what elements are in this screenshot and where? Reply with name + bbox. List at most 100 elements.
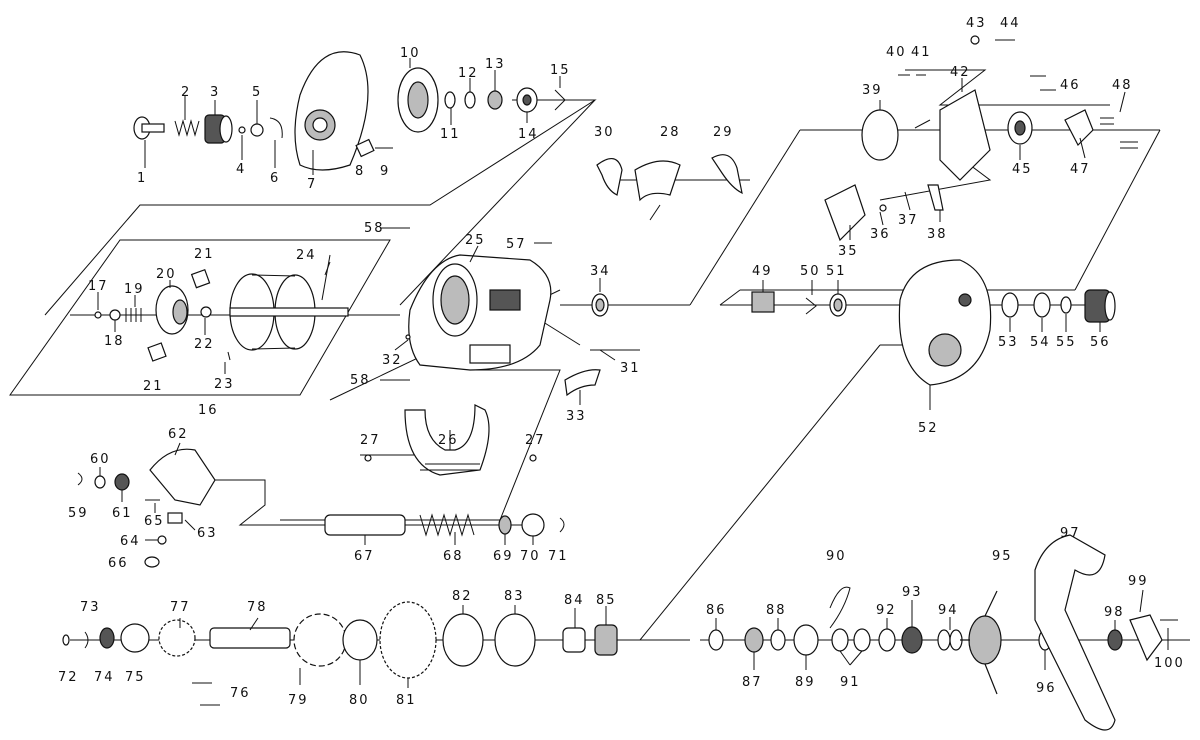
part-21-weight-bottom	[147, 342, 167, 362]
part-73-clip	[84, 631, 89, 649]
label-21-top: 21	[194, 247, 215, 262]
label-60: 60	[90, 452, 111, 467]
label-49: 49	[752, 264, 773, 279]
part-67-tube	[324, 514, 406, 536]
part-2-spring	[174, 119, 200, 137]
part-15-clip	[554, 89, 566, 111]
label-69: 69	[493, 549, 514, 564]
label-100: 100	[1154, 656, 1185, 671]
leader-lines	[97, 58, 1169, 688]
part-6-spring-wire	[269, 117, 283, 139]
part-64-washer	[157, 535, 167, 545]
label-87: 87	[742, 675, 763, 690]
label-84: 84	[564, 593, 585, 608]
label-50: 50	[800, 264, 821, 279]
label-38: 38	[927, 227, 948, 242]
part-61-bearing	[114, 473, 130, 491]
part-21-weight-top	[190, 268, 211, 289]
part-92-washer	[878, 628, 896, 652]
part-90-spring	[829, 586, 851, 629]
part-19-spring	[125, 308, 142, 322]
label-43: 43	[966, 16, 987, 31]
label-7: 7	[307, 177, 317, 192]
part-68-worm-shaft	[419, 513, 475, 537]
part-81-main-gear	[379, 601, 437, 679]
part-87-bearing	[744, 627, 764, 653]
part-83-drag-washer	[494, 613, 536, 667]
part-47-cam	[1064, 109, 1094, 147]
label-26: 26	[438, 433, 459, 448]
part-55-washer	[1060, 296, 1072, 314]
part-50-clip	[805, 297, 817, 315]
label-68: 68	[443, 549, 464, 564]
part-74-bearing	[99, 627, 115, 649]
label-93: 93	[902, 585, 923, 600]
part-95-star-drag	[960, 590, 1002, 695]
label-97: 97	[1060, 526, 1081, 541]
part-52-side-plate	[898, 259, 992, 386]
label-65: 65	[144, 514, 165, 529]
part-1-screw	[133, 116, 165, 140]
label-61: 61	[112, 506, 133, 521]
part-10-ring	[397, 67, 439, 133]
part-94-washer-a	[937, 629, 951, 651]
label-77: 77	[170, 600, 191, 615]
label-3: 3	[210, 85, 220, 100]
part-39-plate	[861, 109, 899, 161]
part-99-plate	[1129, 614, 1163, 662]
label-56: 56	[1090, 335, 1111, 350]
part-29-cover	[711, 154, 743, 195]
part-30-cover	[596, 158, 623, 196]
label-89: 89	[795, 675, 816, 690]
label-59: 59	[68, 506, 89, 521]
label-42: 42	[950, 65, 971, 80]
label-39: 39	[862, 83, 883, 98]
part-26-handle-frame	[404, 404, 490, 476]
label-82: 82	[452, 589, 473, 604]
part-17-clip	[94, 311, 102, 319]
label-28: 28	[660, 125, 681, 140]
label-9: 9	[380, 164, 390, 179]
part-75-plate	[120, 623, 150, 653]
label-30: 30	[594, 125, 615, 140]
label-22: 22	[194, 337, 215, 352]
label-83: 83	[504, 589, 525, 604]
label-44: 44	[1000, 16, 1021, 31]
part-78-shaft	[209, 627, 291, 649]
part-28-cover	[634, 160, 681, 202]
label-71: 71	[548, 549, 569, 564]
label-45: 45	[1012, 162, 1033, 177]
part-34-bearing	[591, 293, 609, 317]
part-18-washer	[109, 309, 121, 321]
part-91-washer-b	[853, 628, 871, 652]
label-16: 16	[198, 403, 219, 418]
label-57: 57	[506, 237, 527, 252]
part-7-side-cover	[294, 51, 369, 171]
part-86-washer	[708, 629, 724, 651]
label-1: 1	[137, 171, 147, 186]
part-93-nut	[901, 626, 923, 654]
label-41: 41	[911, 45, 932, 60]
part-56-knob	[1084, 289, 1116, 323]
label-51: 51	[826, 264, 847, 279]
part-36-screw	[879, 204, 887, 212]
label-5: 5	[252, 85, 262, 100]
label-37: 37	[898, 213, 919, 228]
part-20-brake-hub	[155, 285, 189, 335]
part-98-bearing	[1107, 629, 1123, 651]
label-88: 88	[766, 603, 787, 618]
label-13: 13	[485, 57, 506, 72]
part-33-cover	[564, 369, 601, 397]
label-52: 52	[918, 421, 939, 436]
part-85-bearing	[594, 624, 618, 656]
label-98: 98	[1104, 605, 1125, 620]
label-21-bottom: 21	[143, 379, 164, 394]
label-94: 94	[938, 603, 959, 618]
part-12-washer	[464, 91, 476, 109]
label-15: 15	[550, 63, 571, 78]
label-4: 4	[236, 162, 246, 177]
label-67: 67	[354, 549, 375, 564]
label-48: 48	[1112, 78, 1133, 93]
part-45-gear	[1007, 111, 1033, 145]
